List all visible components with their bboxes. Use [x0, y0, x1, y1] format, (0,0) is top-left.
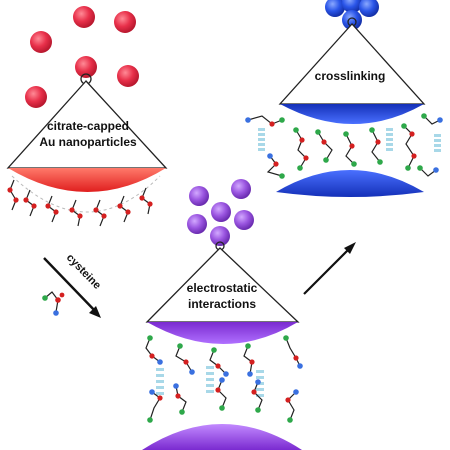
citrate-label-line1: citrate-capped	[47, 119, 129, 133]
electrostatic-particle	[231, 179, 251, 199]
crosslinked-particle	[359, 0, 379, 17]
crosslink-ladders	[258, 128, 441, 152]
crosslinked-particle	[325, 0, 345, 17]
cysteine-arrowhead	[89, 306, 101, 318]
citrate-atoms	[7, 187, 153, 219]
crosslink-arrowhead	[344, 242, 356, 254]
crosslinking-panel: crosslinking	[245, 0, 443, 197]
hbond-ladders	[156, 366, 264, 397]
citrate-particle	[73, 6, 95, 28]
crosslinked-particle	[342, 10, 362, 30]
zoom-cone	[278, 23, 426, 105]
crosslink-ligands	[247, 115, 441, 177]
citrate-particle	[30, 31, 52, 53]
citrate-ligands	[9, 179, 151, 227]
electrostatic-particle	[210, 226, 230, 246]
crosslinking-label: crosslinking	[315, 69, 386, 83]
citrate-label-line2: Au nanoparticles	[39, 135, 137, 149]
cysteine-step: cysteine	[42, 252, 103, 318]
citrate-panel: citrate-capped Au nanoparticles	[6, 6, 168, 227]
cysteine-arrow	[43, 257, 99, 315]
crosslinked-upper-surface	[280, 104, 424, 124]
citrate-particle	[25, 86, 47, 108]
electrostatic-particle	[211, 202, 231, 222]
electrostatic-atoms	[147, 335, 303, 423]
citrate-particle	[75, 56, 97, 78]
cysteine-molecule-icon	[42, 291, 65, 316]
crosslinked-lower-surface	[276, 170, 424, 197]
electrostatic-label-line1: electrostatic	[187, 281, 258, 295]
electrostatic-particle	[187, 214, 207, 234]
crosslink-arrow	[303, 245, 353, 295]
citrate-particle	[114, 11, 136, 33]
electrostatic-upper-surface	[147, 322, 298, 344]
crosslink-step	[303, 242, 356, 295]
electrostatic-lower-surface	[142, 424, 302, 450]
crosslink-atoms	[245, 113, 443, 179]
crosslinked-particles	[325, 0, 379, 30]
crosslinked-particle	[342, 0, 362, 13]
cysteine-ligands-lower	[149, 379, 297, 421]
citrate-ghost-outline	[11, 175, 161, 213]
cysteine-ligands-upper	[145, 337, 301, 375]
electrostatic-particles	[187, 179, 254, 251]
electrostatic-panel: electrostatic interactions	[142, 179, 303, 450]
citrate-particle	[117, 65, 139, 87]
electrostatic-particle	[234, 210, 254, 230]
citrate-particle-surface	[8, 168, 166, 192]
electrostatic-particle	[189, 186, 209, 206]
electrostatic-label-line2: interactions	[188, 297, 256, 311]
